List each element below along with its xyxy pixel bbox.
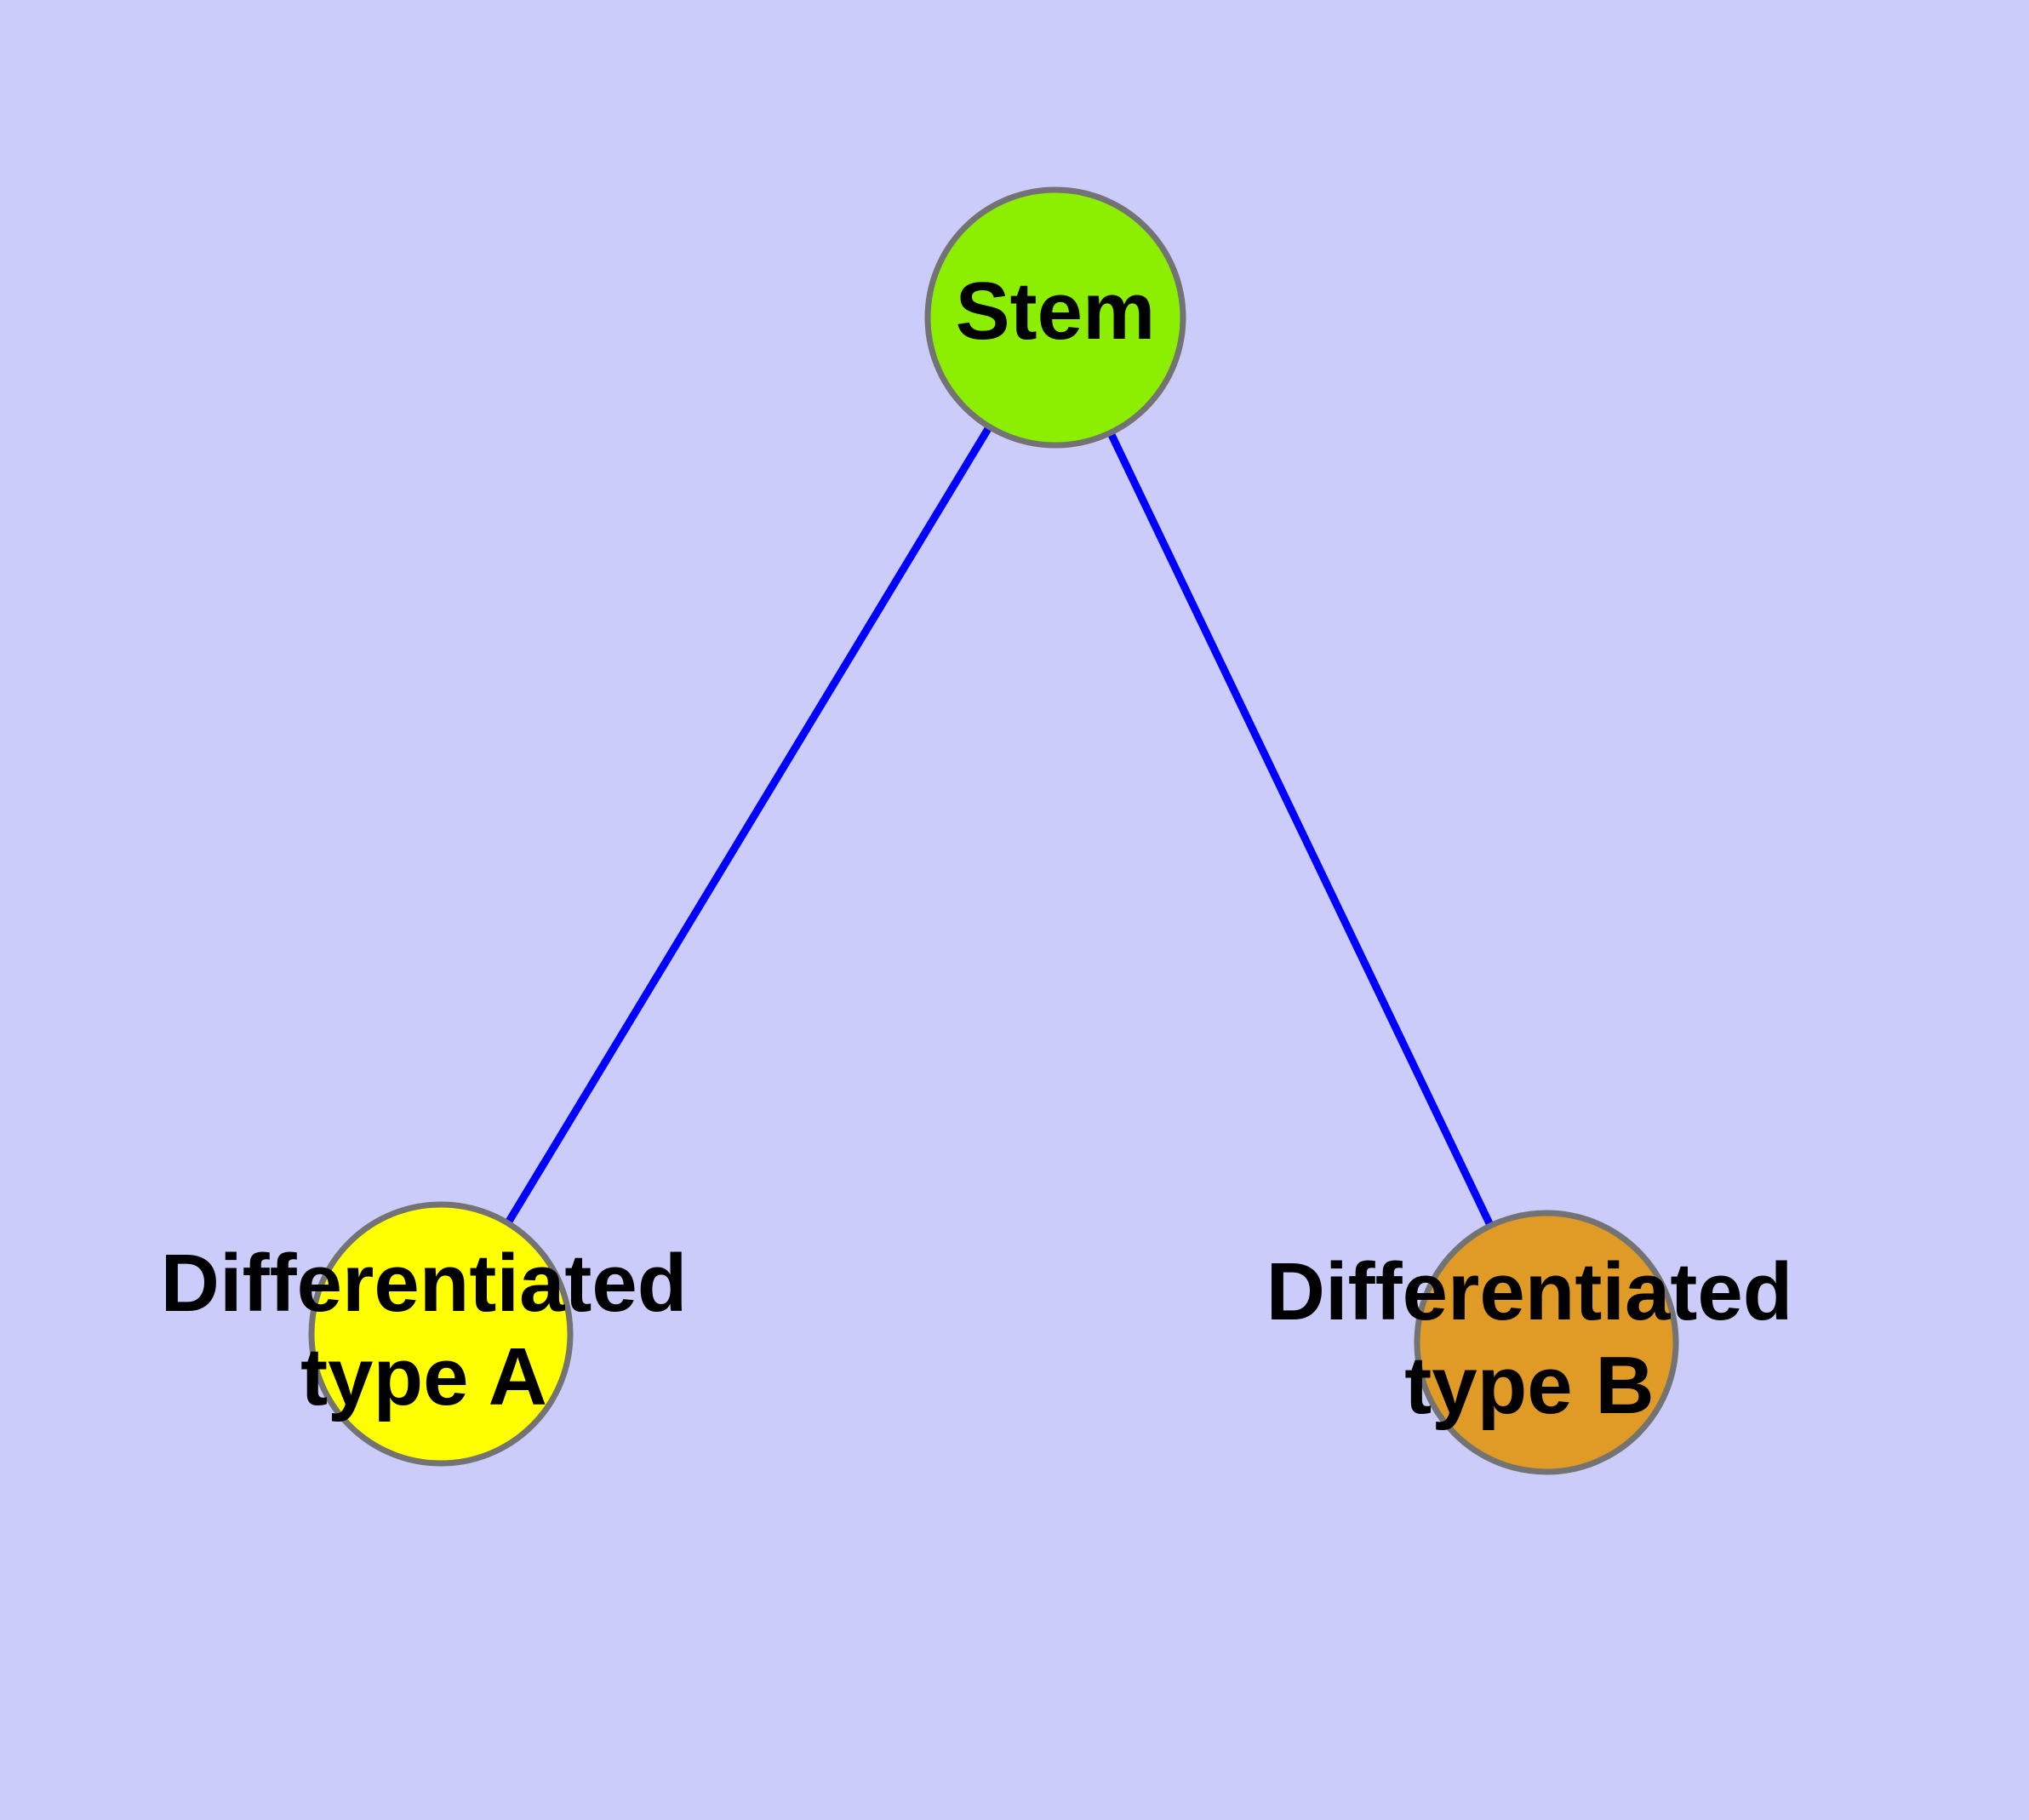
node-differentiated-type-a[interactable] — [308, 1201, 574, 1467]
node-stem[interactable] — [924, 186, 1186, 449]
edge-layer — [504, 425, 1495, 1228]
node-layer — [308, 186, 1679, 1475]
node-label-stem: Stem — [956, 266, 1156, 357]
node-label-line: type A — [300, 1331, 547, 1422]
node-label-line: Differentiated — [161, 1238, 688, 1329]
node-label-line: type B — [1404, 1340, 1654, 1431]
edge-stem-to-diff-a[interactable] — [504, 425, 993, 1226]
node-differentiated-type-b[interactable] — [1414, 1210, 1679, 1475]
node-label-line: Stem — [956, 266, 1156, 357]
edge-stem-to-diff-b[interactable] — [1106, 431, 1495, 1228]
node-label-line: Differentiated — [1266, 1246, 1793, 1337]
